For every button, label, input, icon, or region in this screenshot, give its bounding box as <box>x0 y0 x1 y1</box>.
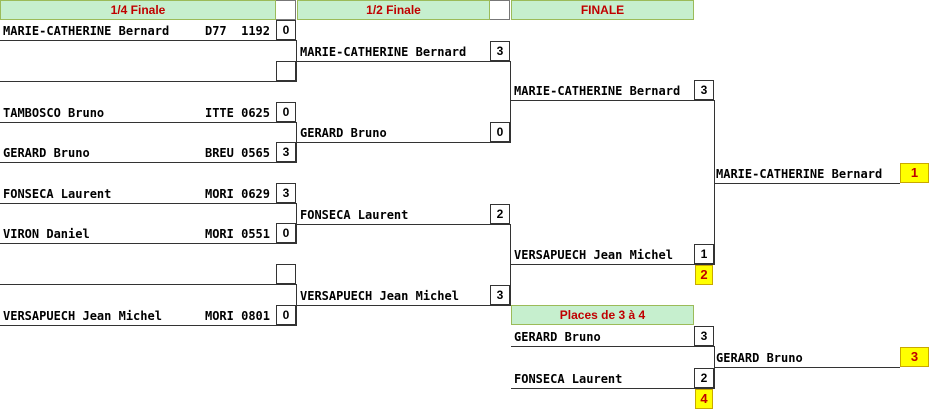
header-places-3-4: Places de 3 à 4 <box>511 305 694 325</box>
quarter-player-5-name: FONSECA Laurent <box>3 187 112 201</box>
places-fourth-rank-badge: 4 <box>695 389 713 409</box>
quarter-slot-6-line <box>0 243 296 244</box>
quarter-player-4-name: GERARD Bruno <box>3 146 90 160</box>
semi-player-3-name: FONSECA Laurent <box>300 208 409 222</box>
semi-player-4-name: VERSAPUECH Jean Michel <box>300 289 459 303</box>
quarter-player-3-club: ITTE 0625 <box>204 106 270 120</box>
quarter-player-5-score: 3 <box>276 183 296 203</box>
header-semi-final: 1/2 Finale <box>297 0 490 20</box>
quarter-connector-1 <box>296 40 297 82</box>
semi-player-2-name: GERARD Bruno <box>300 126 387 140</box>
quarter-player-4-club: BREU 0565 <box>204 146 270 160</box>
semi-slot-1-line <box>297 61 510 62</box>
semi-connector-2 <box>510 224 511 306</box>
semi-player-1-score: 3 <box>490 41 510 61</box>
semi-player-3-score: 2 <box>490 204 510 224</box>
final-player-1-name: MARIE-CATHERINE Bernard <box>514 84 681 98</box>
winner-slot-line <box>714 183 900 184</box>
places-slot-1-line <box>511 346 714 347</box>
final-slot-2-line <box>511 264 714 265</box>
quarter-slot-5-line <box>0 203 296 204</box>
places-player-1-name: GERARD Bruno <box>514 330 601 344</box>
quarter-player-5-club: MORI 0629 <box>204 187 270 201</box>
quarter-player-4-score: 3 <box>276 142 296 162</box>
quarter-player-6-score: 0 <box>276 223 296 243</box>
header-quarter-final: 1/4 Finale <box>0 0 276 20</box>
quarter-player-7-score <box>276 264 296 284</box>
quarter-slot-2-line <box>0 81 296 82</box>
final-slot-1-line <box>511 100 714 101</box>
final-connector <box>714 100 715 265</box>
quarter-player-6-name: VIRON Daniel <box>3 227 90 241</box>
places-player-1-score: 3 <box>694 326 714 346</box>
third-place-rank-badge: 3 <box>900 347 929 367</box>
third-place-name: GERARD Bruno <box>716 351 803 365</box>
places-player-2-score: 2 <box>694 368 714 388</box>
semi-slot-3-line <box>297 224 510 225</box>
quarter-slot-7-line <box>0 284 296 285</box>
header-semi-score-cell <box>490 0 510 20</box>
quarter-player-8-score: 0 <box>276 305 296 325</box>
final-player-2-score: 1 <box>694 244 714 264</box>
semi-connector-1 <box>510 61 511 143</box>
semi-player-1-name: MARIE-CATHERINE Bernard <box>300 45 467 59</box>
quarter-player-1-club: D77 1192 <box>204 24 270 38</box>
quarter-player-1-name: MARIE-CATHERINE Bernard <box>3 24 170 38</box>
quarter-slot-3-line <box>0 122 296 123</box>
winner-name: MARIE-CATHERINE Bernard <box>716 167 883 181</box>
semi-slot-4-line <box>297 305 510 306</box>
quarter-slot-8-line <box>0 325 296 326</box>
quarter-player-8-name: VERSAPUECH Jean Michel <box>3 309 162 323</box>
quarter-connector-2 <box>296 122 297 163</box>
quarter-player-6-club: MORI 0551 <box>204 227 270 241</box>
quarter-player-8-club: MORI 0801 <box>204 309 270 323</box>
places-slot-2-line <box>511 388 714 389</box>
final-player-2-name: VERSAPUECH Jean Michel <box>514 248 673 262</box>
quarter-player-2-score <box>276 61 296 81</box>
winner-rank-badge: 1 <box>900 163 929 183</box>
quarter-player-3-name: TAMBOSCO Bruno <box>3 106 105 120</box>
quarter-slot-4-line <box>0 162 296 163</box>
semi-player-2-score: 0 <box>490 122 510 142</box>
semi-slot-2-line <box>297 142 510 143</box>
header-final: FINALE <box>511 0 694 20</box>
quarter-connector-4 <box>296 284 297 326</box>
quarter-connector-3 <box>296 203 297 244</box>
places-player-2-name: FONSECA Laurent <box>514 372 623 386</box>
semi-player-4-score: 3 <box>490 285 510 305</box>
quarter-player-1-score: 0 <box>276 20 296 40</box>
quarter-player-3-score: 0 <box>276 102 296 122</box>
header-quarter-score-cell <box>276 0 296 20</box>
quarter-slot-1-line <box>0 40 296 41</box>
final-runner-up-rank-badge: 2 <box>695 265 713 285</box>
final-player-1-score: 3 <box>694 80 714 100</box>
third-place-slot-line <box>714 367 900 368</box>
